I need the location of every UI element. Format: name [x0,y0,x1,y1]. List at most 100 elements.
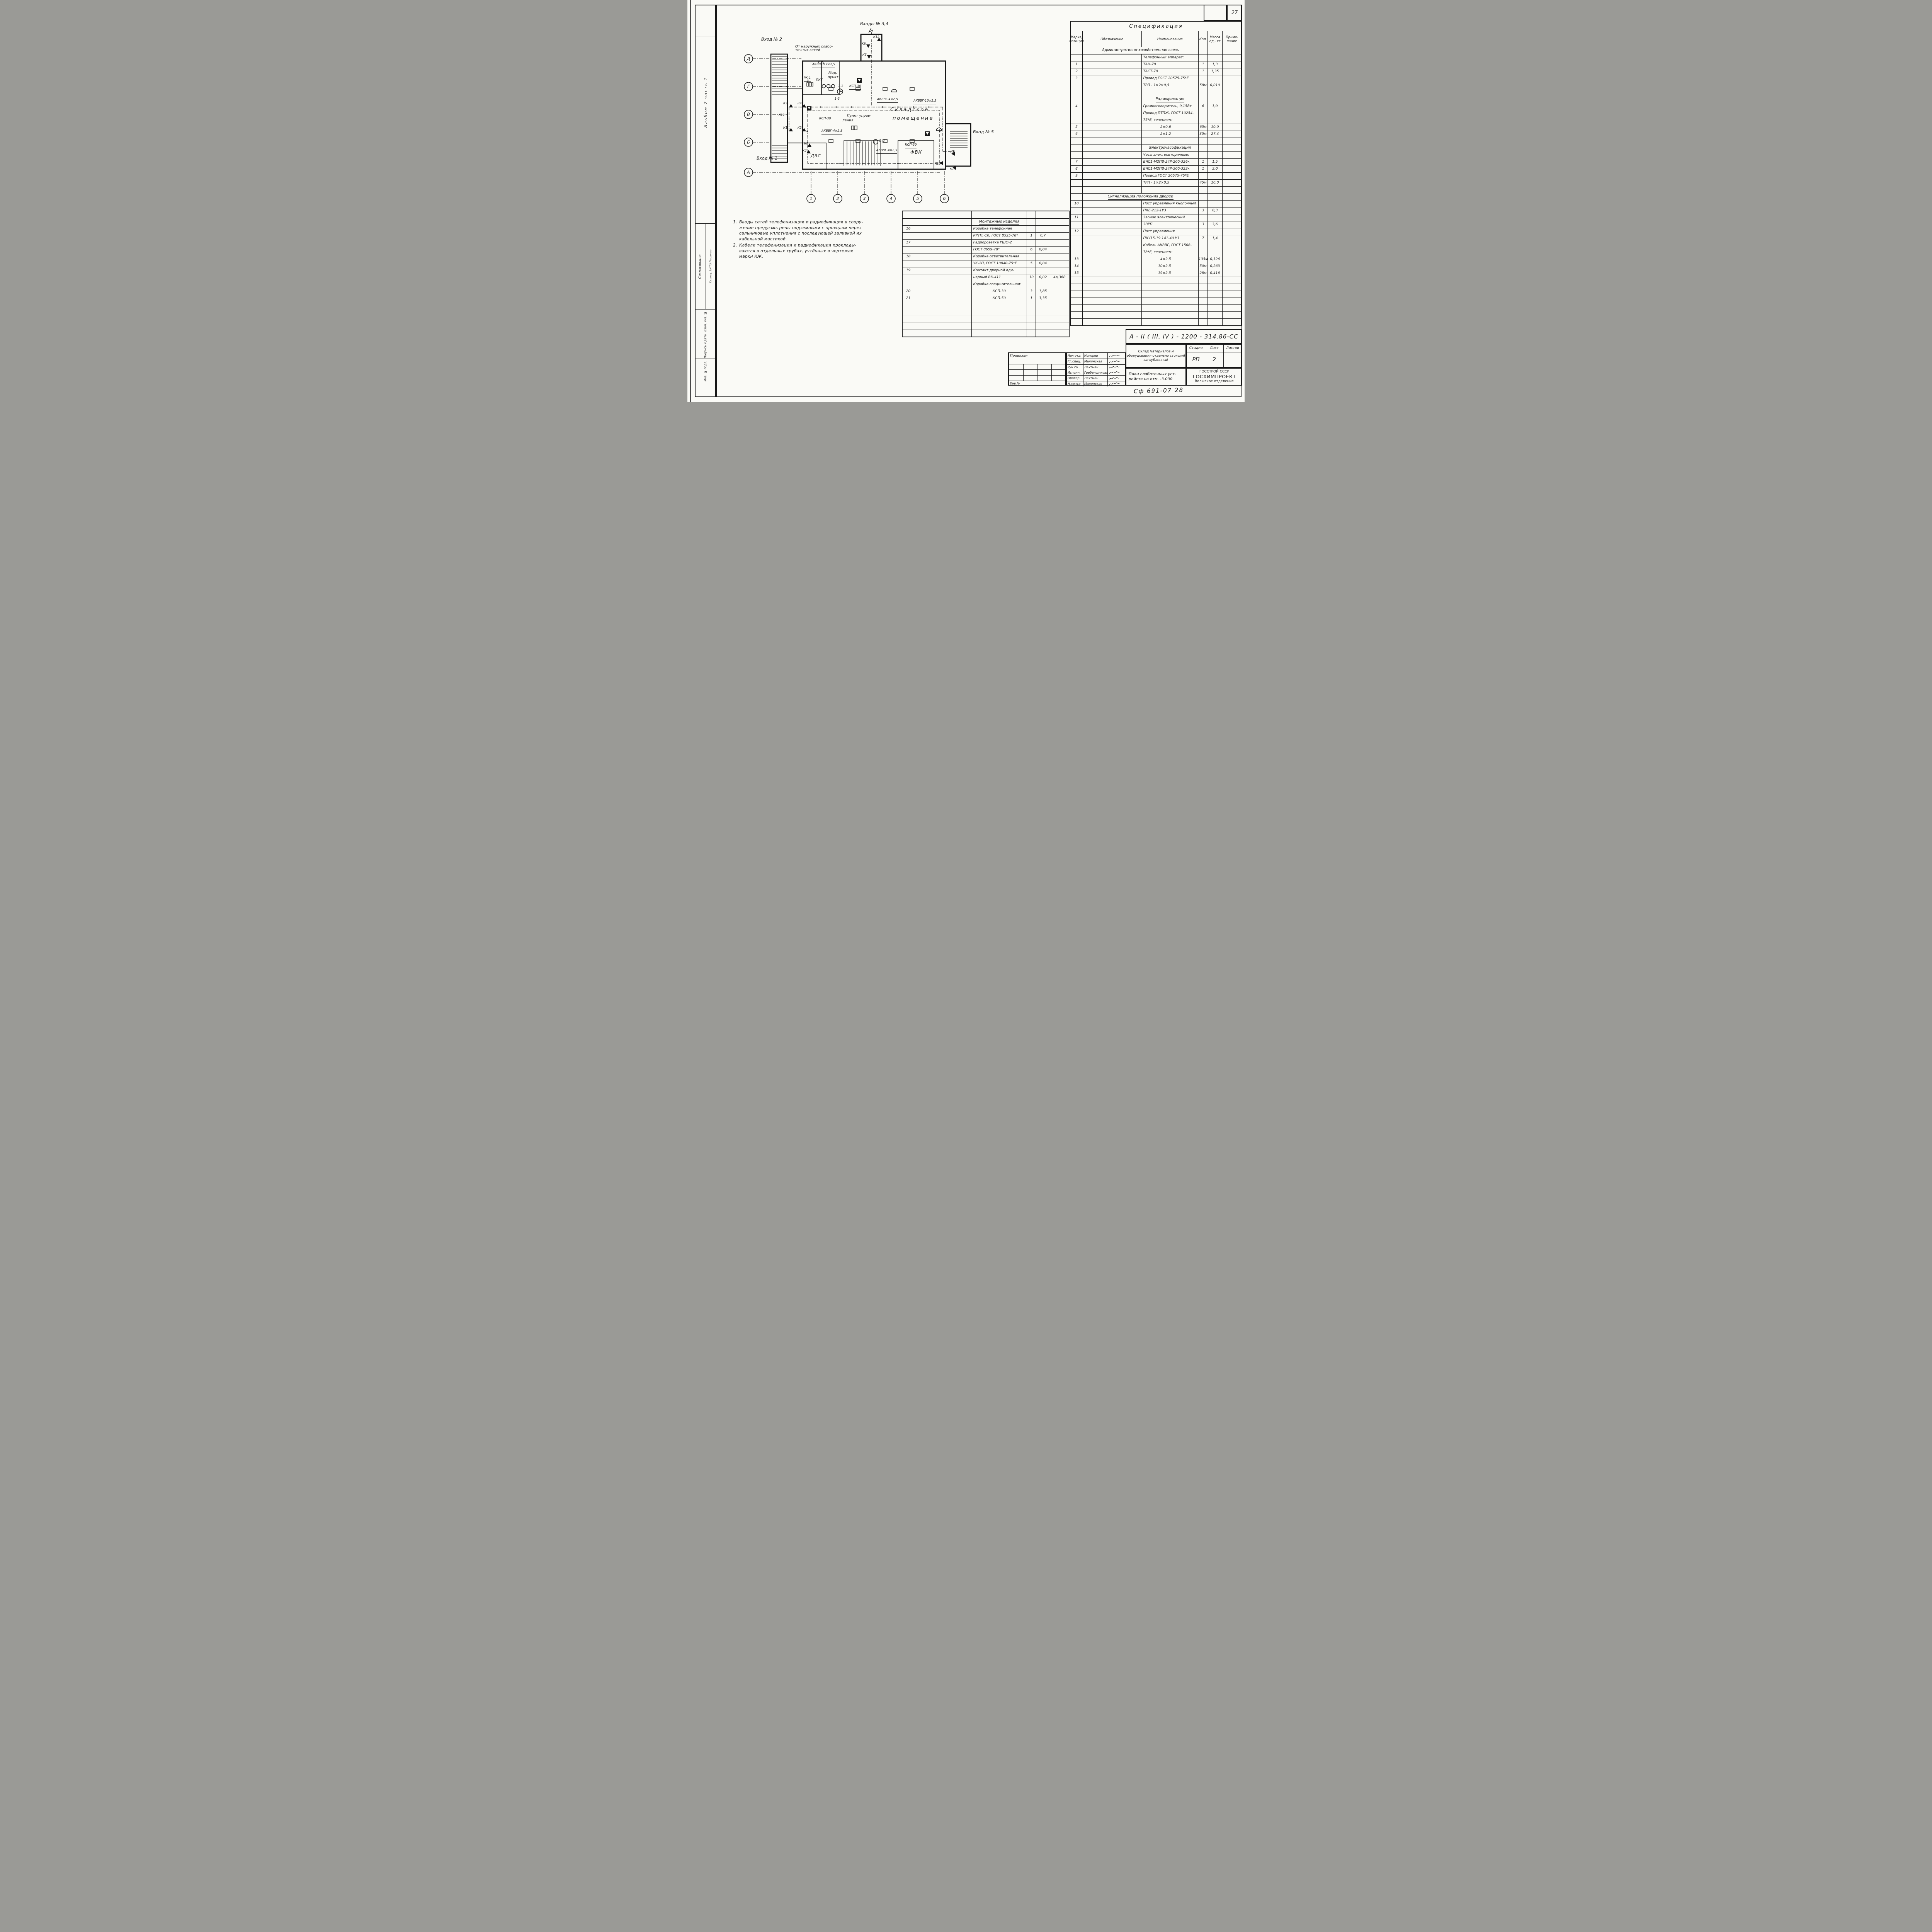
table-row [1071,291,1242,298]
table-row [903,316,1069,323]
table-cell [1082,284,1141,291]
table-cell [1222,54,1242,61]
table-cell [1049,281,1069,288]
table-cell: 3 [1198,221,1208,228]
table-cell: 0,7 [1036,233,1050,239]
table-cell: 5 [1027,260,1036,267]
table-row [1071,318,1242,325]
label-underline: От наружных слабо- [795,44,833,50]
plan-label: помещение [893,116,934,121]
label-underline: АКВВГ-10×2,5 [913,98,937,104]
page-number-box: 27 [1227,5,1242,21]
table-cell: ТАСТ-70 [1141,68,1199,75]
table-cell: Пост управления [1141,228,1199,235]
table-cell [1071,207,1082,214]
table-cell [1049,316,1069,323]
table-cell [1222,312,1242,318]
table-cell [1071,82,1082,89]
table-row: 78*Е, сечением: [1071,249,1242,256]
section-title: Радиофикация [1155,97,1184,102]
role-signature [1107,370,1125,376]
table-cell: 16 [906,227,911,231]
table-cell [1071,187,1082,193]
table-cell [914,288,971,295]
table-cell [1208,312,1222,318]
table-cell [1222,47,1242,54]
junction-box-icons [807,78,930,136]
table-cell: Провод ПТПЖ, ГОСТ 10254- [1141,110,1199,117]
table-cell [1222,235,1242,242]
note-number: 1. [733,220,737,224]
table-cell [1082,242,1141,249]
axis-label: 5 [916,196,919,201]
table-cell [914,267,971,274]
plan-label: К1 [783,126,787,129]
plan-label: РК-1 [804,75,811,82]
table-cell [1036,302,1050,309]
plan-label: пункт [828,75,838,79]
role-signature [1107,376,1125,381]
table-cell: 0,3 [1208,207,1222,214]
table-cell [1198,305,1208,311]
table-cell [1198,242,1208,249]
table-cell [1082,117,1141,124]
table-cell [1208,145,1222,151]
table-cell [1198,298,1208,304]
header-cell: Наименование [1141,31,1199,47]
table-cell: 1 [1198,61,1208,68]
table-row: Монтажные изделия [903,218,1069,225]
doc-number: А - II ( III, IV ) - 1200 - 314.86-СС [1129,333,1238,340]
table-cell [1071,312,1082,318]
inventory-label: Инв.№ [1009,380,1065,386]
table-row [1071,298,1242,304]
stair-hatching [772,56,968,165]
table-cell [1082,256,1141,263]
object-name-box: Склад материалов и оборудования отдельно… [1126,344,1186,368]
table-cell [1027,309,1036,316]
table-cell: 15 [1074,271,1079,275]
doc-number-box: А - II ( III, IV ) - 1200 - 314.86-СС [1126,329,1242,344]
table-cell [1082,173,1141,179]
table-cell [1082,61,1141,68]
table-cell: 18 [906,255,911,259]
table-cell [1082,263,1141,270]
table-cell [971,323,1027,330]
table-cell: Монтажные изделия [971,219,1027,225]
table-cell [1049,233,1069,239]
agreed-wrap: Согласовано: [696,224,705,309]
table-cell [1141,298,1199,304]
table-cell [1208,242,1222,249]
plan-label: К2 [798,126,802,129]
table-cell [1222,256,1242,263]
table-cell [903,302,914,309]
signature-icon [1109,383,1120,385]
table-cell [1036,226,1050,232]
table-cell [903,247,914,253]
entrance-arrow-icon [868,27,873,35]
label-underline: КСП-30 [819,116,831,122]
table-cell [1071,249,1082,256]
table-cell [1049,309,1069,316]
table-cell [1082,54,1141,61]
table-cell [1222,75,1242,82]
table-cell [1049,240,1069,246]
table-cell: 0,263 [1208,263,1222,270]
plan-label: ДЭС [811,153,821,158]
spec-title: Спецификация [1129,23,1183,29]
table-cell: 135м [1198,256,1208,263]
table-cell [971,316,1027,323]
table-cell [1082,187,1141,193]
table-cell [1208,228,1222,235]
table-cell: Часы электровторичные: [1141,152,1199,158]
table-cell [1198,117,1208,124]
table-cell [1027,267,1036,274]
table-cell [1049,253,1069,260]
table-cell [1222,82,1242,89]
table-cell [1222,159,1242,165]
table-cell: 6 [1027,247,1036,253]
